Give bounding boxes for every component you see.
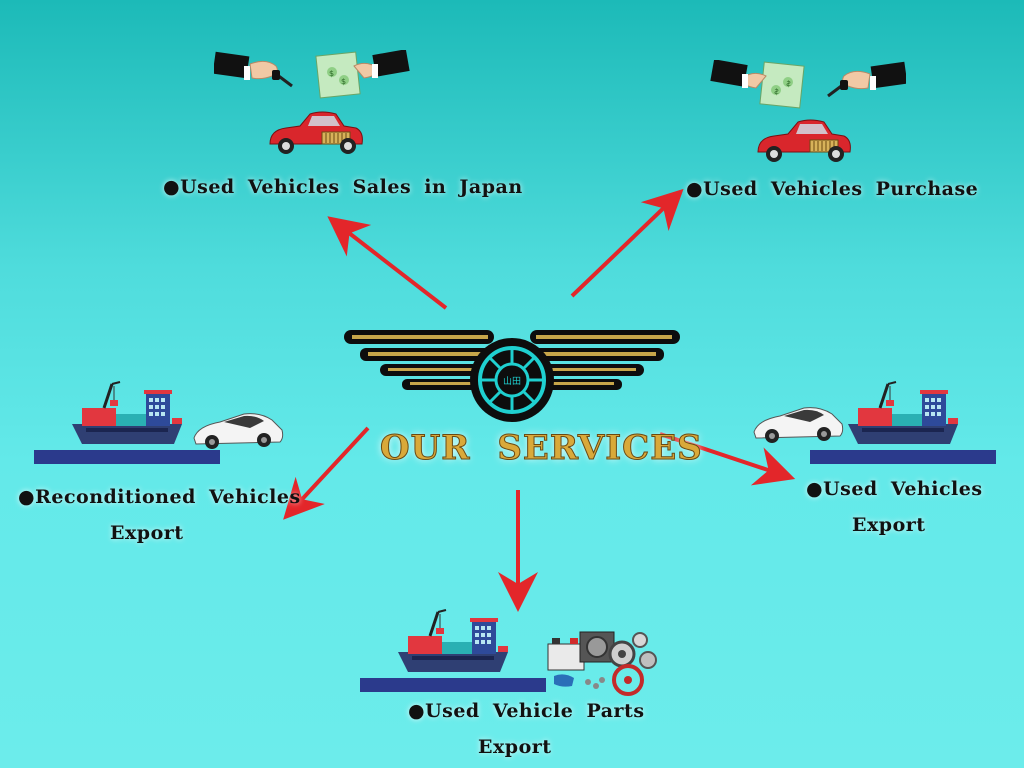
service-label-parts-line2: Export <box>478 736 552 758</box>
service-label-purchase: ●Used Vehicles Purchase <box>686 178 979 200</box>
service-label-sales-japan: ●Used Vehicles Sales in Japan <box>163 176 523 198</box>
wheel-emblem: 山田 <box>470 338 554 422</box>
handshake-money-icon <box>214 50 412 100</box>
handshake-money-icon <box>708 60 906 110</box>
cargo-ship-icon <box>810 380 998 466</box>
service-label-reconditioned-line1: ●Reconditioned Vehicles <box>18 486 301 508</box>
winged-wheel-logo: 山田 <box>344 330 680 422</box>
emblem-kanji: 山田 <box>503 376 521 387</box>
arrow-to-sales-japan <box>327 216 448 310</box>
cargo-ship-icon <box>360 608 548 694</box>
red-car-icon <box>269 111 363 155</box>
right-wing <box>530 330 680 390</box>
arrow-to-purchase <box>570 188 684 298</box>
service-label-parts-line1: ●Used Vehicle Parts <box>408 700 645 722</box>
auto-parts-icon <box>546 630 658 696</box>
our-services-title: OUR SERVICES <box>380 428 703 469</box>
white-sports-car-icon <box>193 413 284 450</box>
red-car-icon <box>757 119 851 163</box>
service-label-reconditioned-line2: Export <box>110 522 184 544</box>
arrow-to-reconditioned-export <box>283 426 370 520</box>
service-label-used-export-line2: Export <box>852 514 926 536</box>
arrow-to-used-vehicles-export <box>659 432 796 486</box>
service-label-used-export-line1: ●Used Vehicles <box>806 478 983 500</box>
left-wing <box>344 330 494 390</box>
